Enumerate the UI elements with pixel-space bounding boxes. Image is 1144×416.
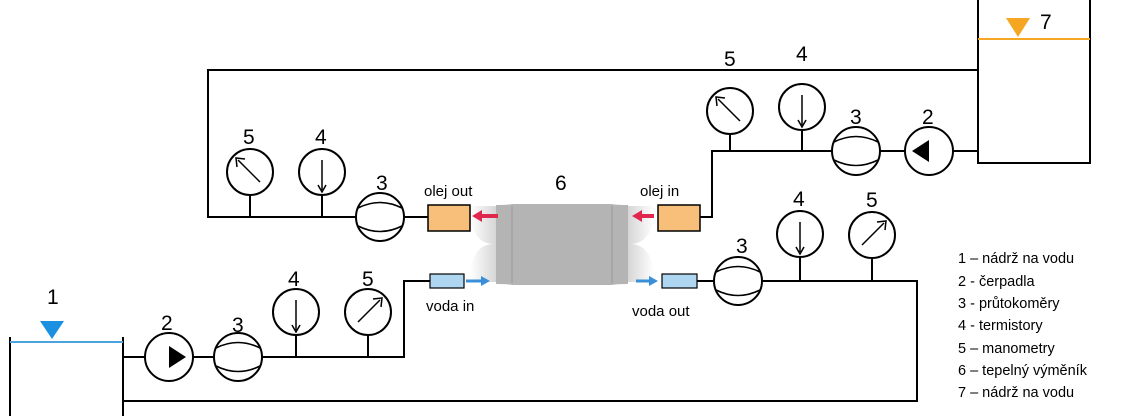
pump-bottom-arrow-icon <box>169 346 186 368</box>
pump-bottom <box>144 332 194 382</box>
water-in-arrow <box>466 276 490 286</box>
tank-1-level-marker <box>40 321 64 339</box>
label-5-manometer-top-left: 5 <box>243 126 255 149</box>
oil-out-port <box>427 204 471 232</box>
water-in-label: voda in <box>426 298 474 315</box>
thermistor-bottom-right <box>776 210 824 258</box>
water-tank-1 <box>9 321 124 416</box>
pump-top-arrow-icon <box>912 140 929 162</box>
oil-out-label: olej out <box>424 183 473 200</box>
tank-7-level-marker <box>1006 18 1030 37</box>
flowmeter-top-left <box>355 192 405 242</box>
thermistor-top-right <box>778 83 826 131</box>
legend: 1 – nádrž na vodu 2 - čerpadla 3 - průto… <box>958 251 1088 401</box>
piping <box>123 69 978 402</box>
flowmeter-bottom-right <box>713 256 763 306</box>
label-4-thermistor-top-right: 4 <box>796 43 808 66</box>
legend-item: 5 – manometry <box>958 341 1055 357</box>
manometer-top-right <box>706 87 754 135</box>
label-3-flowmeter-bottom-left: 3 <box>232 314 244 337</box>
water-out-port <box>661 273 698 289</box>
water-in-port <box>429 273 465 289</box>
label-3-flowmeter-bottom-right: 3 <box>736 235 748 258</box>
legend-item: 7 – nádrž na vodu <box>958 385 1074 401</box>
oil-in-arrow <box>632 210 654 222</box>
label-5-manometer-bottom-right: 5 <box>866 189 878 212</box>
water-out-label: voda out <box>632 303 690 320</box>
legend-item: 2 - čerpadla <box>958 274 1036 290</box>
oil-out-arrow <box>472 210 498 222</box>
label-6-heat-exchanger: 6 <box>555 172 567 195</box>
label-3-flowmeter-top-left: 3 <box>376 172 388 195</box>
label-4-thermistor-bottom-right: 4 <box>793 188 805 211</box>
label-5-manometer-top-right: 5 <box>724 48 736 71</box>
water-tank-7 <box>977 0 1091 164</box>
heat-exchanger <box>470 204 654 285</box>
oil-in-label: olej in <box>640 183 679 200</box>
manometer-bottom-left <box>344 288 392 336</box>
legend-item: 3 - průtokoměry <box>958 296 1060 312</box>
label-7-tank-right: 7 <box>1040 11 1052 34</box>
flowmeter-top-right <box>831 126 881 176</box>
label-2-pump-bottom: 2 <box>161 312 173 335</box>
legend-item: 1 – nádrž na vodu <box>958 251 1074 267</box>
flowmeter-bottom-left <box>213 332 263 382</box>
legend-item: 6 – tepelný výměník <box>958 363 1088 379</box>
label-4-thermistor-bottom-left: 4 <box>288 268 300 291</box>
legend-item: 4 - termistory <box>958 318 1043 334</box>
thermistor-top-left <box>298 148 346 196</box>
manometer-top-left <box>226 148 274 196</box>
label-1-tank-left: 1 <box>47 286 59 309</box>
pump-top <box>904 126 954 176</box>
oil-in-port <box>657 204 701 232</box>
thermistor-bottom-left <box>272 288 320 336</box>
water-out-arrow <box>636 276 658 286</box>
label-5-manometer-bottom-left: 5 <box>362 268 374 291</box>
label-3-flowmeter-top-right: 3 <box>850 106 862 129</box>
label-2-pump-top: 2 <box>922 106 934 129</box>
label-4-thermistor-top-left: 4 <box>315 126 327 149</box>
manometer-bottom-right <box>848 211 896 259</box>
